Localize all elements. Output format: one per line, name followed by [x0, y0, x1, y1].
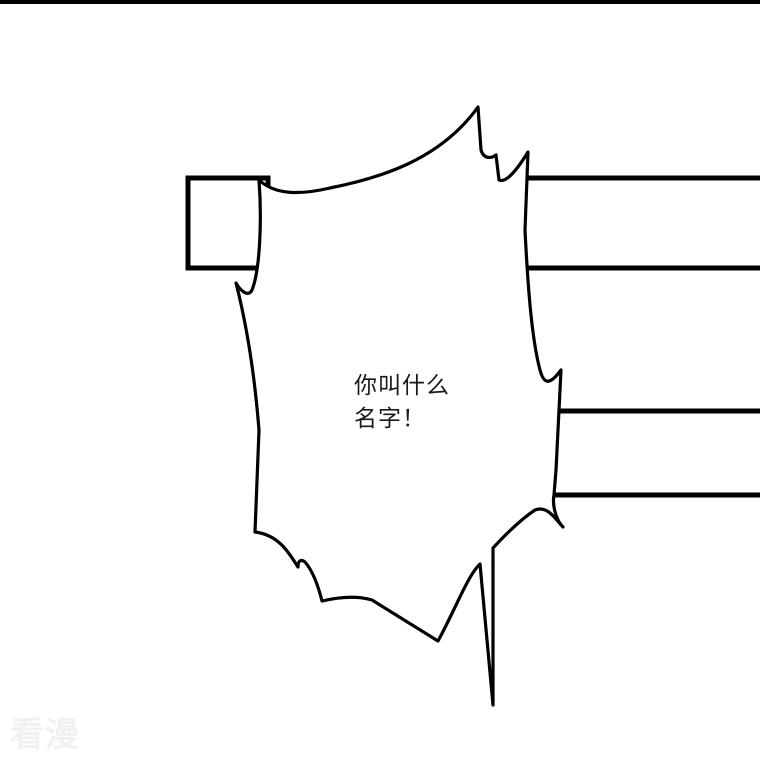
right-lower-beam [555, 408, 760, 498]
left-beam [185, 175, 271, 271]
watermark-logo: 看漫 [10, 715, 80, 755]
right-upper-beam [520, 175, 760, 271]
speech-bubble-outline [234, 105, 565, 707]
speech-bubble-text: 你叫什么 名字！ [354, 370, 450, 436]
speech-line-1: 你叫什么 [354, 373, 450, 399]
speech-line-2: 名字！ [354, 406, 426, 432]
top-border [0, 0, 760, 4]
